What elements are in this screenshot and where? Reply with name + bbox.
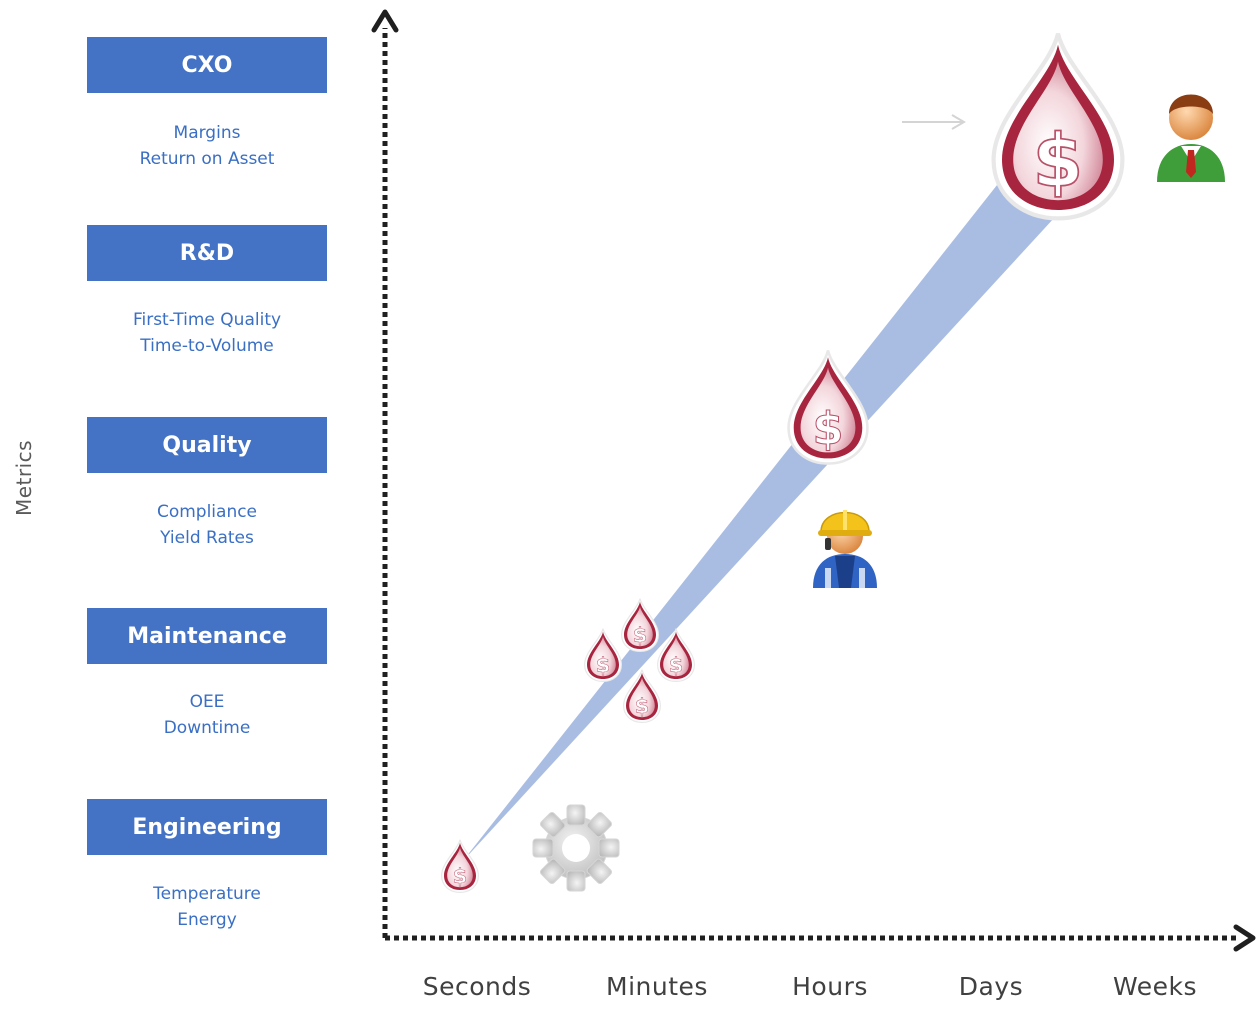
dollar-drop-icon	[441, 838, 479, 894]
role-title: Engineering	[132, 814, 282, 840]
metric-label: First-Time Quality	[132, 310, 282, 330]
x-tick-seconds: Seconds	[422, 972, 532, 1001]
role-box-cxo: CXO	[87, 37, 327, 93]
role-title: Maintenance	[127, 623, 287, 649]
metric-label: Energy	[177, 910, 237, 930]
role-box-engineering: Engineering	[87, 799, 327, 855]
engineering-metrics: Temperature Energy	[87, 881, 327, 933]
rnd-metrics: First-Time Quality Time-to-Volume	[87, 307, 327, 359]
quality-metrics: Compliance Yield Rates	[87, 499, 327, 551]
role-title: R&D	[179, 240, 235, 266]
role-box-maintenance: Maintenance	[87, 608, 327, 664]
executive-icon	[1157, 94, 1225, 182]
dollar-drop-icon	[620, 597, 660, 653]
x-tick-minutes: Minutes	[606, 972, 708, 1001]
metric-label: Downtime	[163, 718, 251, 738]
escalation-wedge	[462, 118, 1078, 862]
worker-icon	[813, 510, 877, 588]
maintenance-metrics: OEE Downtime	[87, 689, 327, 741]
metric-label: Return on Asset	[139, 149, 275, 169]
metric-label: Time-to-Volume	[140, 336, 274, 356]
x-tick-hours: Hours	[792, 972, 868, 1001]
metric-label: Compliance	[156, 502, 258, 522]
dollar-drop-icon	[583, 627, 623, 683]
x-axis-arrowhead	[1233, 924, 1256, 952]
y-axis-arrowhead	[371, 9, 399, 33]
metric-label: OEE	[189, 692, 225, 712]
gear-icon	[532, 804, 620, 892]
role-title: Quality	[162, 432, 252, 458]
role-box-quality: Quality	[87, 417, 327, 473]
arrow-icon	[902, 114, 966, 130]
metric-label: Yield Rates	[160, 528, 254, 548]
metric-label: Temperature	[153, 884, 261, 904]
cxo-metrics: Margins Return on Asset	[87, 120, 327, 172]
dollar-drop-icon	[994, 34, 1123, 219]
x-tick-days: Days	[958, 972, 1024, 1001]
x-tick-weeks: Weeks	[1112, 972, 1198, 1001]
role-title: CXO	[181, 52, 233, 78]
role-box-rnd: R&D	[87, 225, 327, 281]
metric-label: Margins	[173, 123, 241, 143]
